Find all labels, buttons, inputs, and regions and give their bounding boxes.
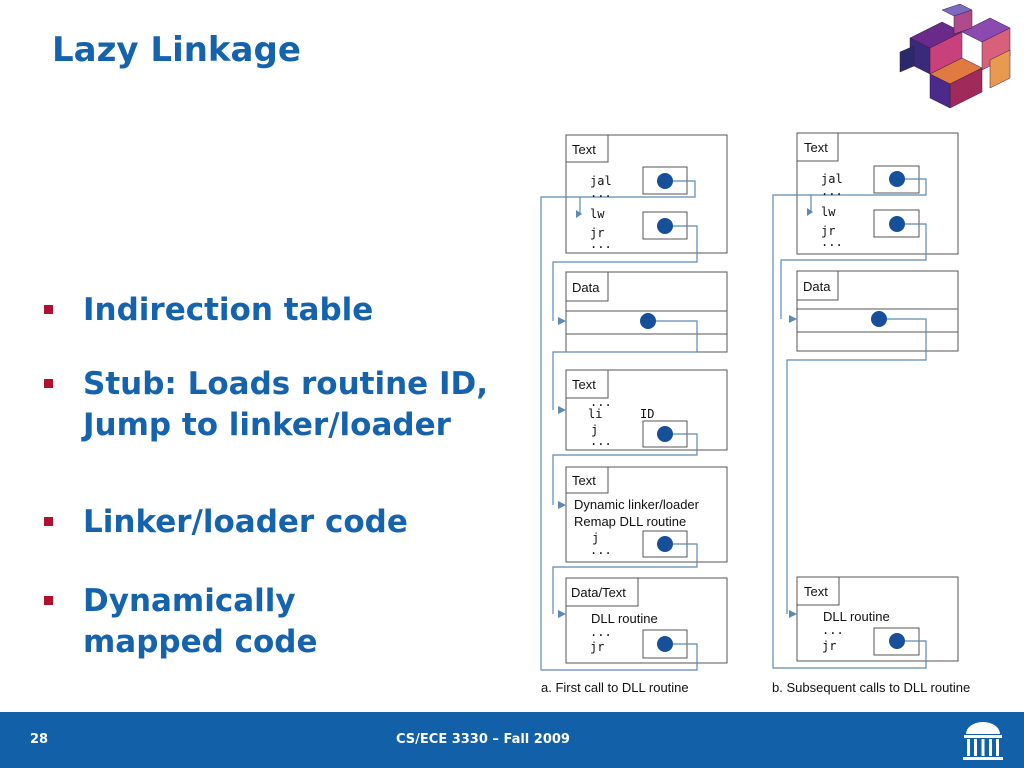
bullet-text: Linker/loader code — [83, 504, 408, 540]
bullet-text-continuation: Jump to linker/loader — [83, 407, 451, 443]
lazy-linkage-diagram: Text jal ... lw jr ... Data Text ... li … — [540, 132, 970, 695]
cube-logo-icon — [899, 4, 1011, 108]
slide-footer: 28 CS/ECE 3330 – Fall 2009 — [0, 712, 1024, 768]
box-header: Text — [804, 140, 828, 155]
diagram-label: j — [592, 531, 599, 545]
diagram-label: ... — [821, 184, 843, 198]
diagram-label: Remap DLL routine — [574, 514, 686, 529]
diagram-label: jal — [590, 174, 612, 188]
box-header: Data/Text — [571, 585, 626, 600]
rotunda-logo-icon — [958, 716, 1008, 764]
bullet-marker — [44, 305, 53, 314]
box-header: Data — [572, 280, 600, 295]
bullet-marker — [44, 596, 53, 605]
diagram-label: ... — [590, 625, 612, 639]
box-header: Text — [572, 473, 596, 488]
right-text1-box — [796, 132, 959, 255]
diagram-label: DLL routine — [591, 611, 658, 626]
page-number: 28 — [30, 732, 49, 747]
diagram-label: lw — [821, 205, 836, 219]
diagram-label: lw — [590, 207, 605, 221]
box-header: Text — [804, 584, 828, 599]
caption-right: b. Subsequent calls to DLL routine — [772, 680, 970, 695]
diagram-label: DLL routine — [823, 609, 890, 624]
right-text4-box — [796, 576, 959, 662]
diagram-label: ID — [640, 407, 654, 421]
bullet-text: Indirection table — [83, 292, 374, 328]
slide-title: Lazy Linkage — [52, 30, 301, 70]
diagram-label: jr — [590, 640, 604, 654]
diagram-label: ... — [822, 623, 844, 637]
bullet-marker — [44, 517, 53, 526]
diagram-label: li — [588, 407, 602, 421]
course-label: CS/ECE 3330 – Fall 2009 — [396, 732, 570, 747]
right-data-box — [796, 270, 959, 352]
diagram-label: ... — [821, 235, 843, 249]
diagram-label: jal — [821, 172, 843, 186]
left-datatext-box — [565, 577, 728, 664]
diagram-label: ... — [590, 395, 612, 409]
diagram-label: j — [591, 423, 598, 437]
diagram-label: ... — [590, 186, 612, 200]
left-text1-box — [565, 134, 728, 254]
left-text3-box — [565, 466, 728, 563]
diagram-label: ... — [590, 543, 612, 557]
box-header: Text — [572, 142, 596, 157]
bullet-text-continuation: mapped code — [83, 624, 318, 660]
diagram-label: jr — [590, 226, 604, 240]
box-header: Text — [572, 377, 596, 392]
diagram-label: jr — [821, 224, 835, 238]
bullet-text: Dynamically — [83, 583, 296, 619]
box-header: Data — [803, 279, 831, 294]
diagram-label: Dynamic linker/loader — [574, 497, 700, 512]
caption-left: a. First call to DLL routine — [541, 680, 689, 695]
diagram-label: jr — [822, 639, 836, 653]
diagram-label: ... — [590, 434, 612, 448]
bullet-marker — [44, 379, 53, 388]
bullet-text: Stub: Loads routine ID, — [83, 366, 489, 402]
diagram-label: ... — [590, 237, 612, 251]
